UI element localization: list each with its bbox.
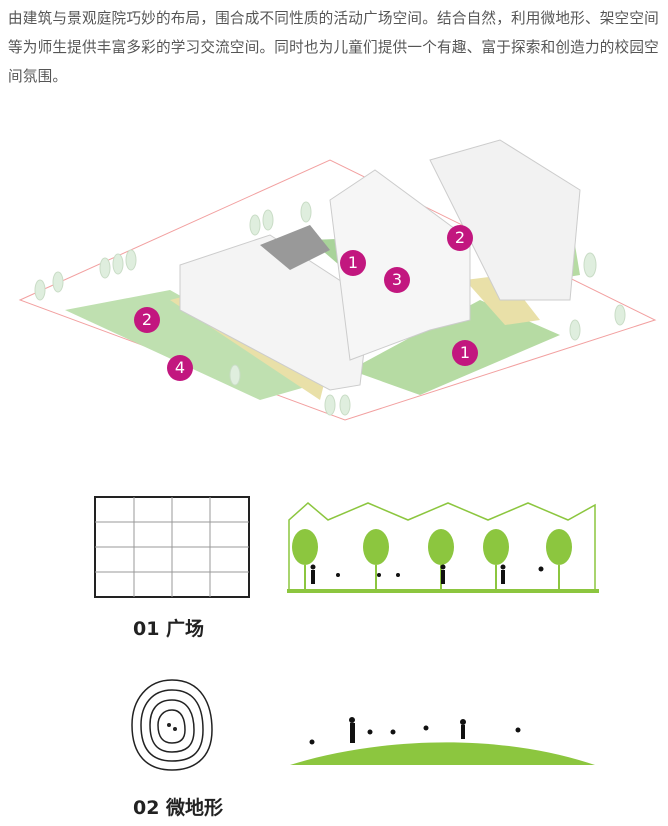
building [329,169,471,361]
lawn-area [65,290,330,400]
plaza-grid-icon [94,496,250,598]
plaza-illustration [287,502,599,593]
campus-aerial-diagram [18,139,657,421]
diagram-label-micro-terrain: 02 微地形 [133,797,224,819]
marker-3: 3 [384,267,410,293]
marker-2: 2 [447,225,473,251]
marker-2: 2 [134,307,160,333]
intro-paragraph: 由建筑与景观庭院巧妙的布局，围合成不同性质的活动广场空间。结合自然，利用微地形、… [8,10,659,85]
marker-1: 1 [340,250,366,276]
marker-4: 4 [167,355,193,381]
building [179,234,371,391]
marker-1: 1 [452,340,478,366]
micro-terrain-contour-icon [131,679,213,771]
diagram-label-plaza: 01 广场 [133,618,205,640]
micro-terrain-illustration [290,717,595,765]
